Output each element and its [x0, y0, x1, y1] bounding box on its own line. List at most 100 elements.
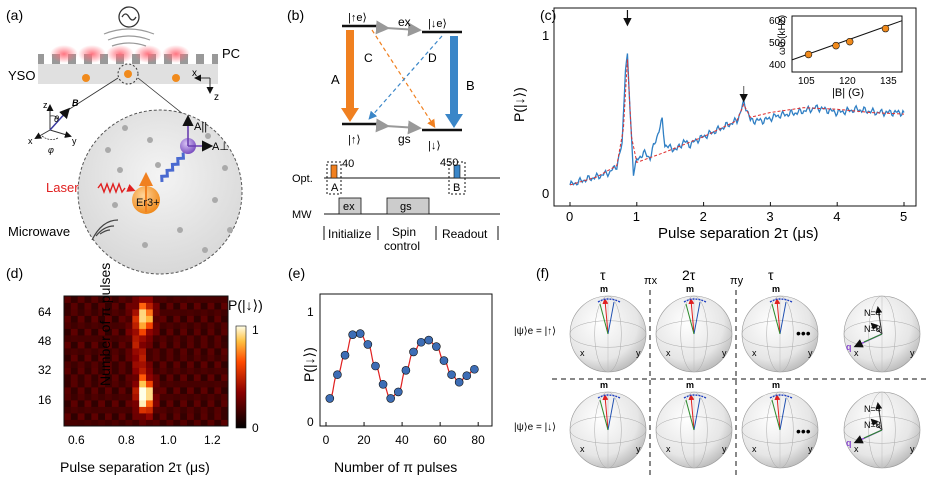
heatmap-cell — [187, 419, 195, 427]
heatmap-cell — [105, 387, 113, 394]
a-perp-label: A⊥ — [212, 141, 229, 153]
q-label: q — [846, 438, 852, 448]
heatmap-cell — [132, 348, 140, 355]
heatmap-cell — [118, 315, 126, 323]
zoom-circle — [117, 63, 139, 85]
heatmap-cell — [64, 380, 72, 388]
heatmap-cell — [173, 315, 181, 323]
heatmap-cell — [70, 348, 79, 355]
zoom-region — [77, 109, 243, 275]
heatmap-cell — [98, 296, 106, 303]
heatmap-cell — [91, 322, 99, 329]
n8-label: N=8 — [864, 420, 881, 430]
heatmap-cell — [207, 335, 215, 342]
spin-vector — [599, 399, 609, 431]
y-axis-label: y — [910, 348, 915, 358]
heatmap-cell — [200, 296, 208, 303]
heatmap-cell — [221, 348, 229, 355]
heatmap-cell — [214, 354, 222, 362]
heatmap-cell — [187, 296, 195, 303]
heatmap-cell — [111, 367, 120, 375]
heatmap-cell — [166, 354, 174, 362]
heatmap-cell — [105, 380, 113, 388]
heatmap-cell — [77, 406, 85, 414]
heatmap-cell — [207, 296, 215, 303]
heatmap-cell — [111, 322, 120, 329]
heatmap-cell — [105, 315, 113, 323]
heatmap-cell — [105, 393, 113, 401]
heatmap-cell — [214, 393, 222, 401]
heatmap-cell — [200, 413, 208, 420]
pulse-gs-label: gs — [400, 201, 412, 213]
heatmap-cell — [64, 361, 72, 368]
heatmap-cell — [139, 361, 147, 368]
heatmap-cell — [139, 380, 147, 388]
heatmap-cell — [207, 341, 215, 349]
heatmap-cell — [214, 400, 222, 407]
heatmap-cell — [166, 367, 174, 375]
precession-path — [769, 394, 793, 399]
x-tick-label: 0.8 — [118, 433, 135, 447]
y-tick-label: 16 — [38, 393, 52, 407]
heatmap-cell — [111, 354, 120, 362]
heatmap-cell — [64, 309, 72, 316]
heatmap-cell — [173, 367, 181, 375]
control-label: control — [384, 239, 420, 253]
heatmap-cell — [111, 296, 120, 303]
heatmap-cell — [207, 328, 215, 336]
ellipsis: ••• — [796, 423, 811, 439]
heatmap-cell — [70, 335, 79, 342]
heatmap-cell — [152, 367, 161, 375]
heatmap-cell — [132, 406, 140, 414]
heatmap-cell — [173, 374, 181, 381]
panel-f-label: (f) — [536, 265, 549, 281]
heatmap-cell — [132, 380, 140, 388]
state-up-g: |↑⟩ — [348, 134, 361, 146]
heatmap-cell — [98, 348, 106, 355]
heatmap-cell — [187, 328, 195, 336]
heatmap-cell — [64, 348, 72, 355]
heatmap-cell — [146, 348, 154, 355]
inset-x-tick: 105 — [798, 76, 815, 87]
heatmap-cell — [146, 335, 154, 342]
inset-y-tick: 600 — [769, 16, 786, 27]
zoom-line — [67, 77, 119, 111]
heatmap-cell — [200, 315, 208, 323]
spin-vector — [688, 394, 695, 431]
heatmap-cell — [173, 419, 181, 427]
heatmap-cell — [159, 315, 167, 323]
heatmap-cell — [70, 413, 79, 420]
opt-label: Opt. — [292, 173, 313, 185]
heatmap-cell — [193, 400, 202, 407]
panel-e-label: (e) — [288, 265, 305, 281]
heatmap-cell — [118, 400, 126, 407]
spin-vector — [685, 399, 695, 431]
heatmap-cell — [152, 393, 161, 401]
plot-frame — [553, 7, 917, 207]
hyperfine-coupling — [160, 152, 185, 183]
heatmap-cell — [111, 406, 120, 414]
mw-label: MW — [292, 209, 312, 221]
heatmap-cell — [125, 302, 133, 310]
precession-path — [683, 394, 707, 399]
heatmap-cell — [200, 348, 208, 355]
heatmap-cell — [214, 374, 222, 381]
heatmap-cell — [125, 348, 133, 355]
heatmap-cell — [84, 374, 92, 381]
panel-b-label: (b) — [287, 7, 304, 23]
x-tick-label: 0 — [566, 209, 573, 224]
heatmap-cell — [91, 309, 99, 316]
heatmap-cell — [214, 380, 222, 388]
heatmap-cell — [193, 315, 202, 323]
heatmap-cell — [84, 380, 92, 388]
pulse-A-label: A — [331, 182, 339, 194]
heatmap-cell — [207, 361, 215, 368]
heatmap-cell — [152, 380, 161, 388]
vector-n8 — [870, 322, 883, 335]
x-tick-label: 80 — [471, 433, 485, 447]
heatmap-cell — [200, 354, 208, 362]
heatmap-cell — [105, 322, 113, 329]
heatmap-cell — [111, 361, 120, 368]
heatmap-cell — [132, 419, 140, 427]
